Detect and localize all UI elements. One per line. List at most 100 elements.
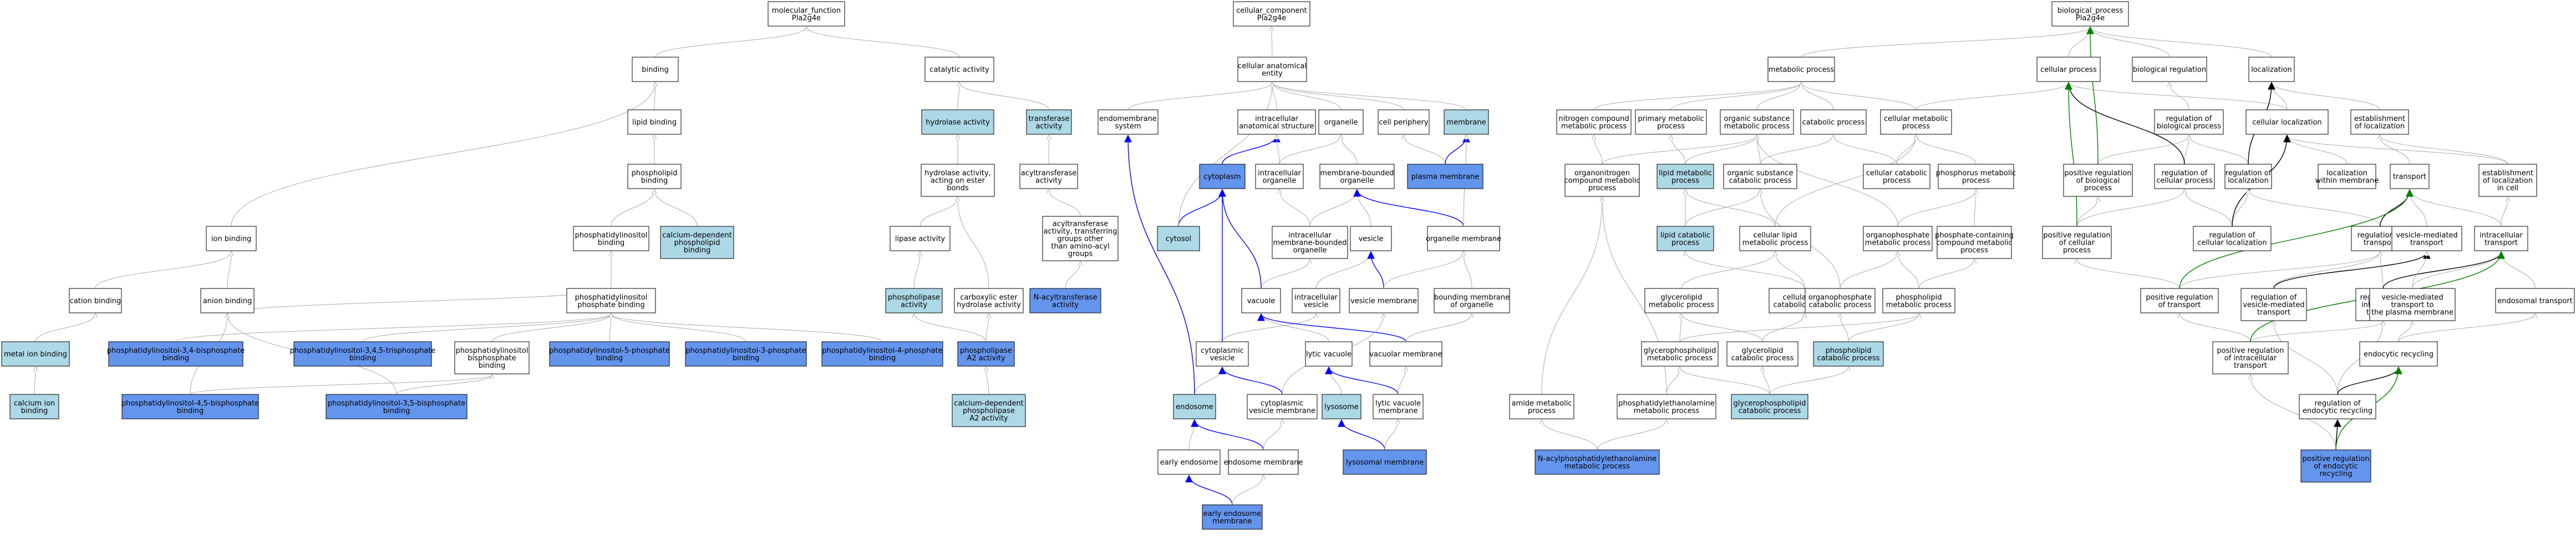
node-vacuolar-membrane[interactable]: vacuolar membrane [1369, 341, 1442, 367]
node-cellular-localization[interactable]: cellular localization [2245, 109, 2329, 135]
node-cytoplasm[interactable]: cytoplasm [1199, 164, 1246, 189]
node-lytic-vacuole[interactable]: lytic vacuole [1305, 341, 1353, 367]
node-binding[interactable]: binding [632, 57, 679, 82]
node-metal-ion-binding[interactable]: metal ion binding [1, 341, 70, 367]
node-membrane[interactable]: membrane [1444, 109, 1489, 135]
node-catabolic-process[interactable]: catabolic process [1800, 109, 1867, 135]
node-plasma-membrane[interactable]: plasma membrane [1407, 164, 1483, 189]
node-endosome-membrane[interactable]: endosome membrane [1223, 449, 1303, 475]
node-ion-binding[interactable]: ion binding [206, 226, 257, 251]
node-pi345t-binding[interactable]: phosphatidylinositol-3,4,5-trisphosphate… [290, 341, 436, 367]
node-early-endosome[interactable]: early endosome [1157, 449, 1221, 475]
node-hydrolase-activity[interactable]: hydrolase activity [921, 109, 994, 135]
node-vesicle-membrane[interactable]: vesicle membrane [1349, 288, 1419, 313]
node-pi45-binding[interactable]: phosphatidylinositol-4,5-bisphosphatebin… [121, 394, 259, 419]
node-biological-regulation[interactable]: biological regulation [2132, 57, 2207, 82]
node-localization[interactable]: localization [2248, 57, 2295, 82]
node-vesicle[interactable]: vesicle [1350, 226, 1392, 251]
node-cellular-process[interactable]: cellular process [2036, 57, 2101, 82]
node-pi35-binding[interactable]: phosphatidylinositol-3,5-bisphosphatebin… [326, 394, 468, 419]
node-organelle[interactable]: organelle [1318, 109, 1364, 135]
node-lipase-activity[interactable]: lipase activity [890, 226, 951, 251]
node-cell-periphery[interactable]: cell periphery [1378, 109, 1430, 135]
node-lysosome[interactable]: lysosome [1322, 394, 1361, 419]
node-cation-binding[interactable]: cation binding [69, 288, 122, 313]
node-anion-binding[interactable]: anion binding [200, 288, 255, 313]
node-pi345-binding[interactable]: phosphatidylinositol-3,4-bisphosphatebin… [107, 341, 245, 367]
node-nape-mp[interactable]: N-acylphosphatidylethanolaminemetabolic … [1535, 449, 1660, 475]
node-organelle-membrane[interactable]: organelle membrane [1426, 226, 1501, 251]
node-cytosol[interactable]: cytosol [1157, 226, 1200, 251]
node-endosome[interactable]: endosome [1173, 394, 1216, 419]
node-endocytic-recycling[interactable]: endocytic recycling [2359, 341, 2438, 367]
node-metabolic-process[interactable]: metabolic process [1767, 57, 1835, 82]
